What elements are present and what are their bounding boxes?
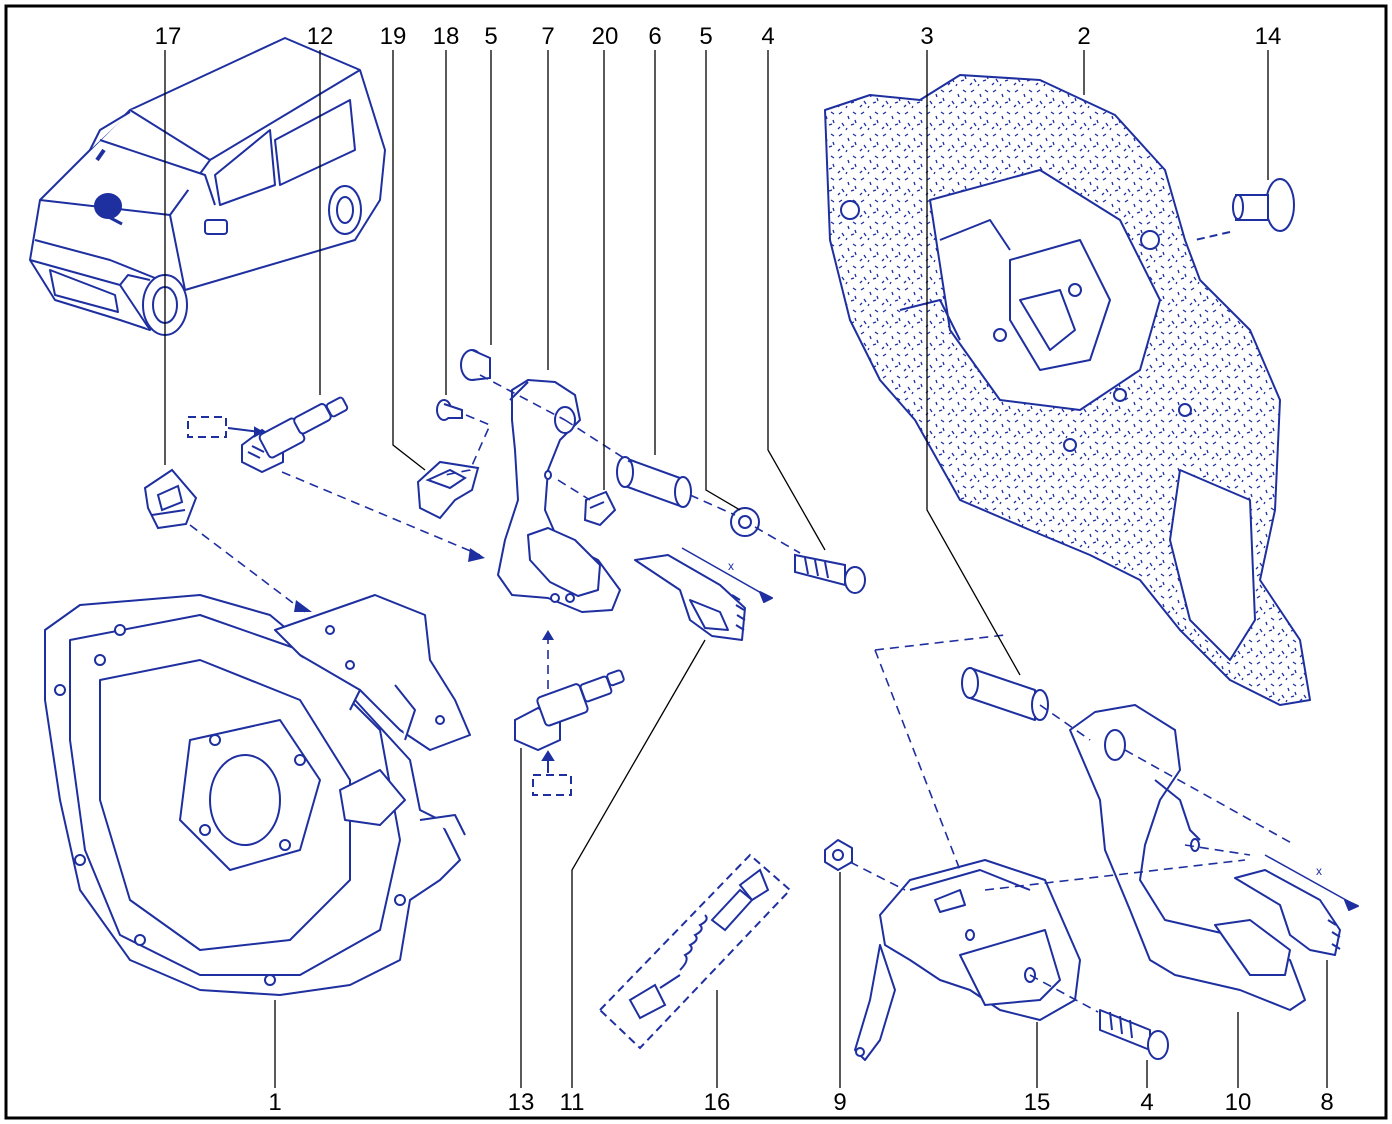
spacer-tube <box>616 456 692 508</box>
callout-18: 18 <box>433 23 460 50</box>
assembly-arrows <box>294 548 554 640</box>
dimension-x-right: x <box>1316 864 1322 878</box>
callout-9: 9 <box>833 1089 846 1116</box>
callout-2: 2 <box>1077 23 1090 50</box>
callout-16: 16 <box>704 1089 731 1116</box>
callout-17: 17 <box>155 23 182 50</box>
callout-4-bottom: 4 <box>1140 1089 1153 1116</box>
callout-3: 3 <box>920 23 933 50</box>
spring-clip <box>583 490 617 527</box>
callout-labels: 17 12 19 18 5 7 20 6 5 4 3 2 14 1 13 11 … <box>155 23 1334 1116</box>
return-spring-kit <box>598 853 792 1050</box>
callout-15: 15 <box>1024 1089 1051 1116</box>
callout-5-top-left: 5 <box>484 23 497 50</box>
callout-5-top-right: 5 <box>699 23 712 50</box>
pivot-bushing-right <box>730 507 760 537</box>
sound-insulation-panel <box>824 74 1311 706</box>
retaining-clip <box>416 460 480 520</box>
adjuster-ratchet-left: x <box>634 547 773 641</box>
pivot-bushing-left <box>460 349 491 381</box>
small-screw <box>436 399 463 421</box>
leader-lines <box>164 50 1328 1088</box>
callout-7: 7 <box>541 23 554 50</box>
callout-14: 14 <box>1255 23 1282 50</box>
callout-1: 1 <box>268 1089 281 1116</box>
callout-20: 20 <box>592 23 619 50</box>
connector-bracket <box>143 468 198 530</box>
pedal-box-bracket <box>44 594 471 996</box>
brake-light-switch <box>187 396 349 474</box>
van-illustration <box>29 37 386 336</box>
callout-13: 13 <box>508 1089 535 1116</box>
callout-12: 12 <box>307 23 334 50</box>
callout-11: 11 <box>560 1089 585 1116</box>
callout-8: 8 <box>1320 1089 1333 1116</box>
brake-pedal-assembly: x <box>824 667 1359 1061</box>
push-clip <box>1194 178 1295 241</box>
callout-10: 10 <box>1225 1089 1252 1116</box>
dimension-x-left: x <box>728 559 734 573</box>
assembly-guide-lines <box>189 374 1296 1013</box>
drawing-border <box>4 4 1388 1120</box>
callout-19: 19 <box>380 23 407 50</box>
callout-4-top: 4 <box>761 23 774 50</box>
pivot-bolt-upper <box>794 553 866 594</box>
callout-6: 6 <box>648 23 661 50</box>
clutch-switch <box>514 669 625 796</box>
